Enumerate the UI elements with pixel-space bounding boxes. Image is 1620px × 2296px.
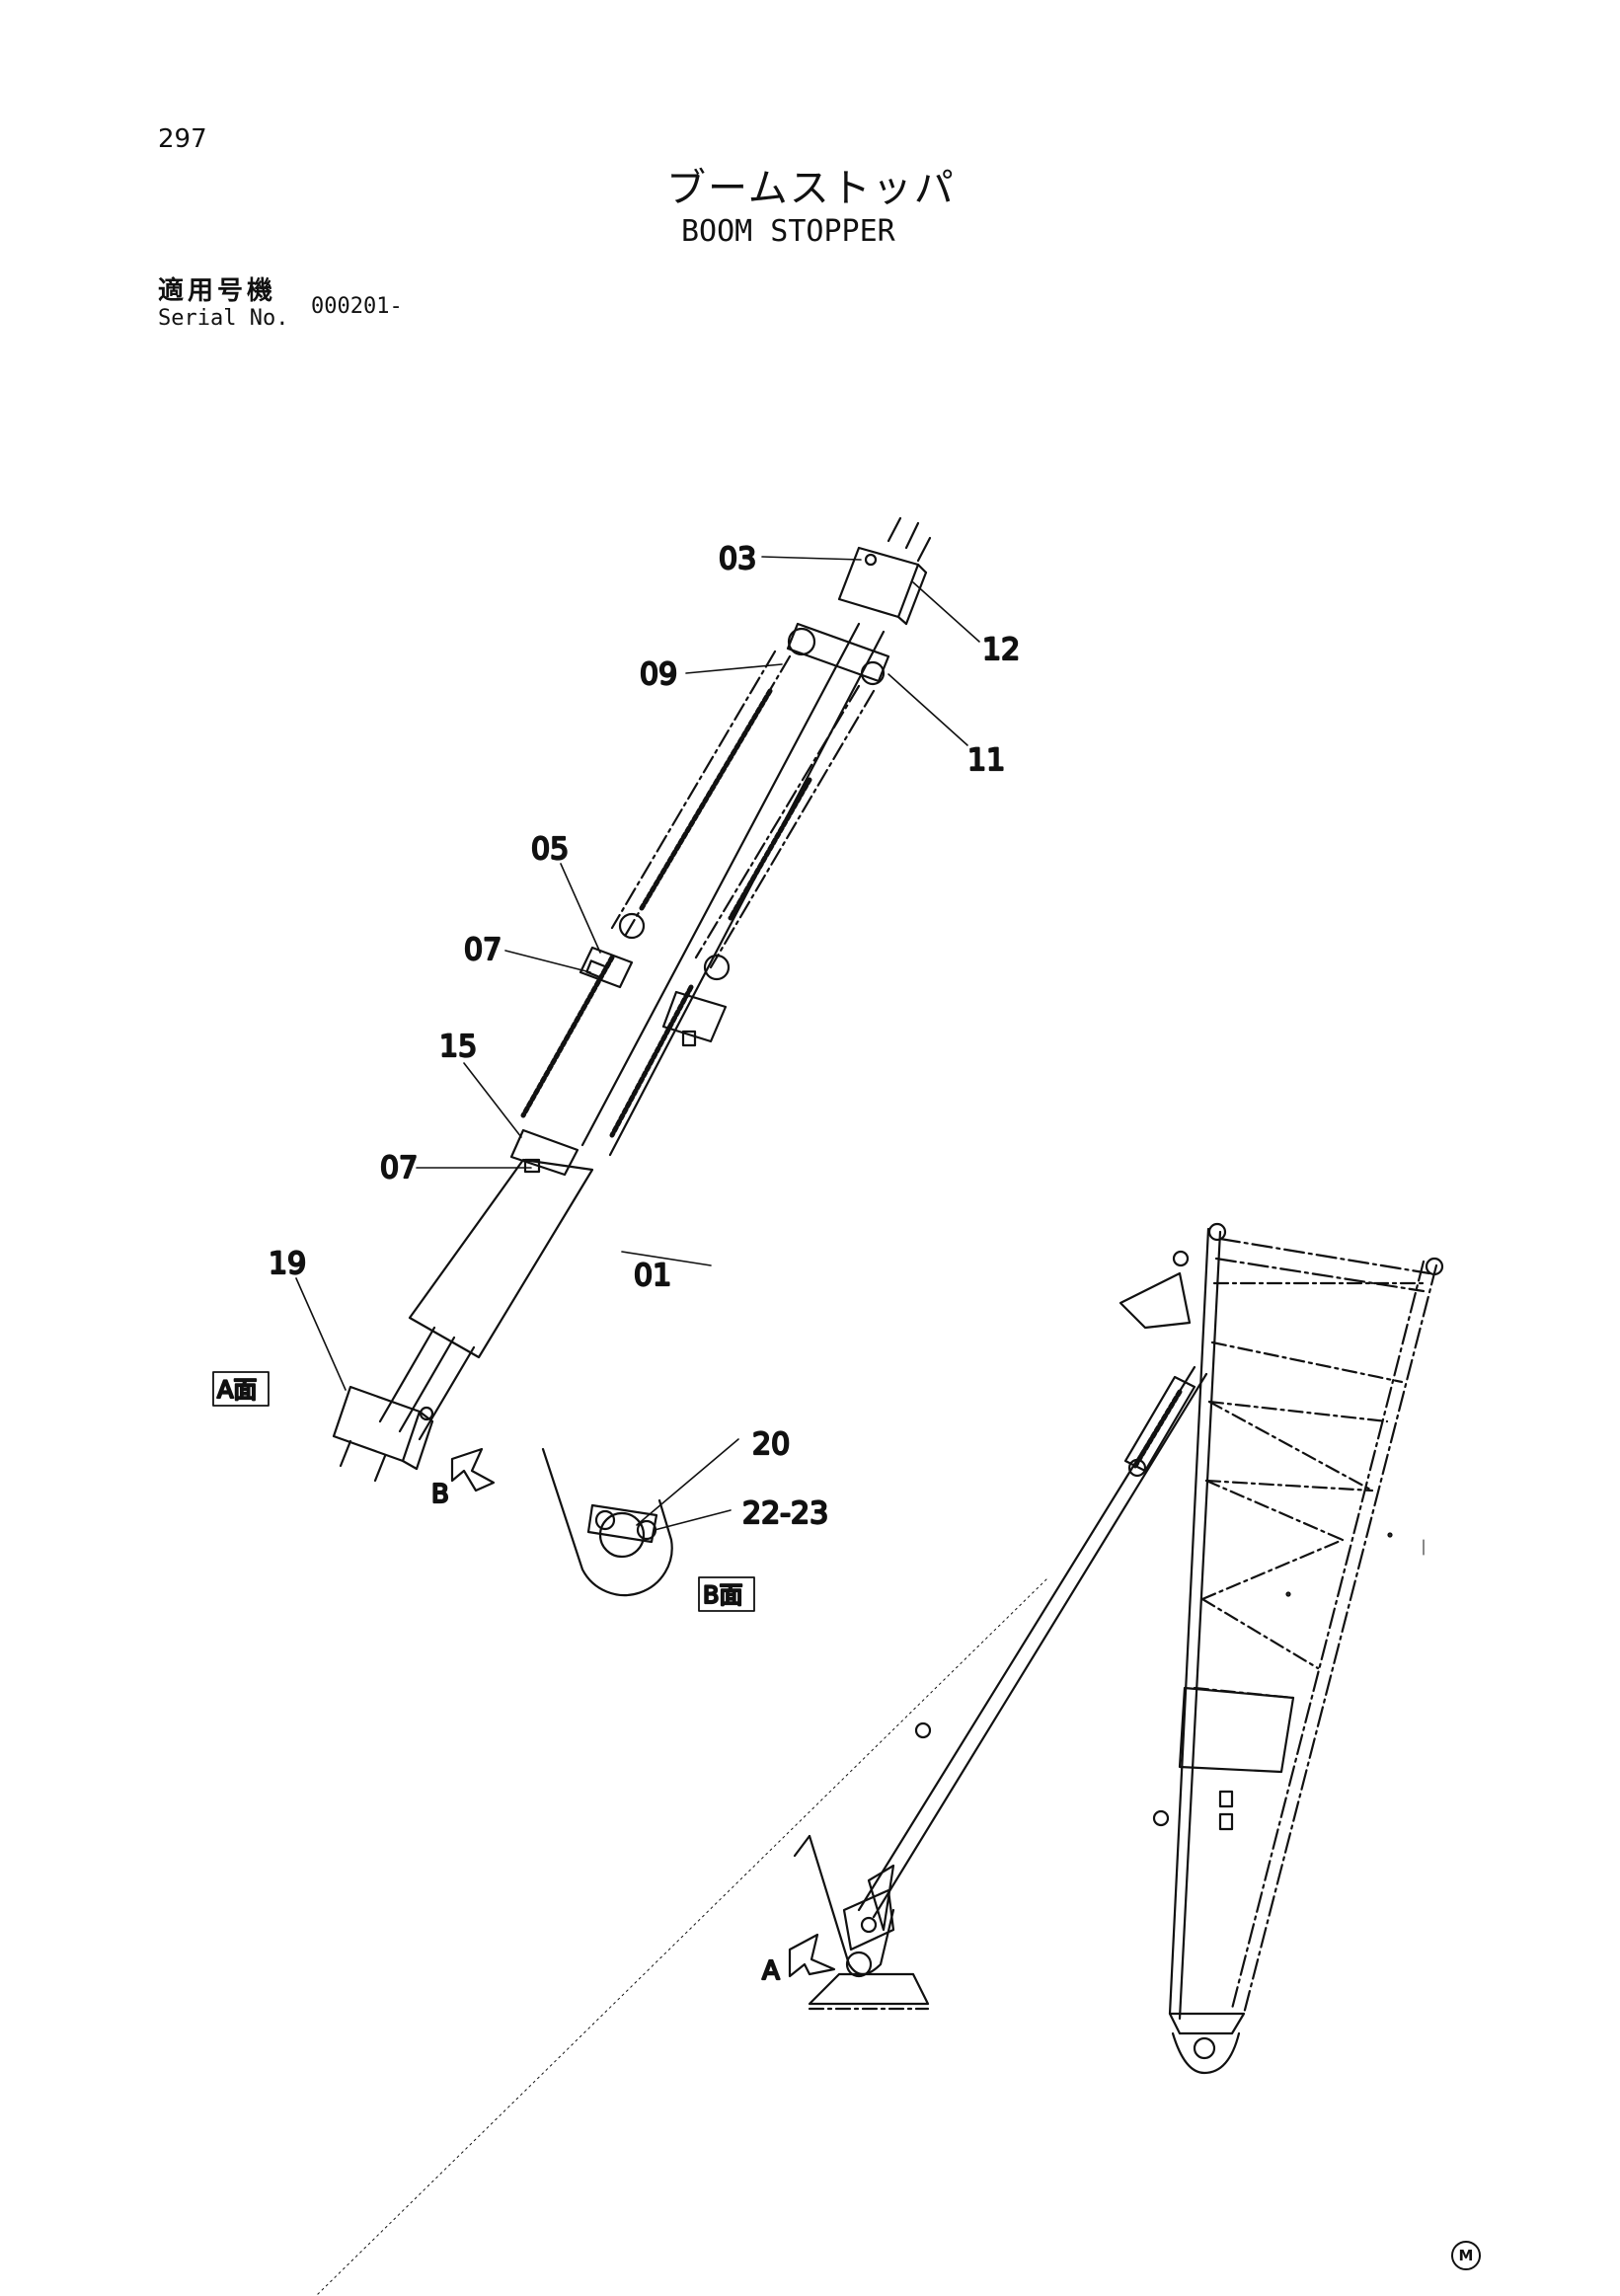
view-a-arrow: [788, 1933, 836, 1978]
view-a-label: A面: [217, 1376, 257, 1404]
serial-number-value: 000201-: [311, 294, 403, 319]
callout-07-lower: 07: [380, 1151, 418, 1186]
callout-09: 09: [640, 657, 677, 692]
stopper-assembly: [332, 516, 932, 1483]
callout-03: 03: [719, 542, 756, 576]
title-english: BOOM STOPPER: [681, 214, 895, 249]
callout-22-23: 22-23: [742, 1496, 828, 1531]
callout-20: 20: [752, 1427, 790, 1462]
view-a-label-box: [212, 1371, 270, 1407]
serial-label-english: Serial No.: [158, 306, 289, 331]
manufacturer-mark: M: [1451, 2241, 1481, 2270]
callout-05: 05: [531, 832, 569, 867]
serial-label-japanese: 適用号機: [158, 276, 277, 306]
title-japanese: ブームストッパ: [666, 166, 956, 211]
callout-11: 11: [967, 743, 1005, 778]
arrow-a-label: A: [762, 1956, 780, 1986]
callout-01: 01: [634, 1259, 671, 1293]
leader-lines: [295, 556, 980, 1531]
page-number: 297: [158, 124, 207, 154]
arrow-b-label: B: [431, 1480, 449, 1509]
detail-b-view: [541, 1447, 673, 1597]
view-b-label: B面: [703, 1581, 742, 1609]
view-b-arrow: [450, 1447, 496, 1492]
installed-stopper: [315, 1365, 1425, 2296]
callout-19: 19: [269, 1247, 306, 1281]
view-b-label-box: [698, 1576, 755, 1612]
callout-15: 15: [439, 1030, 477, 1064]
callout-07-upper: 07: [464, 933, 501, 967]
boom-lattice: [1119, 1222, 1444, 2075]
callout-12: 12: [982, 633, 1020, 667]
